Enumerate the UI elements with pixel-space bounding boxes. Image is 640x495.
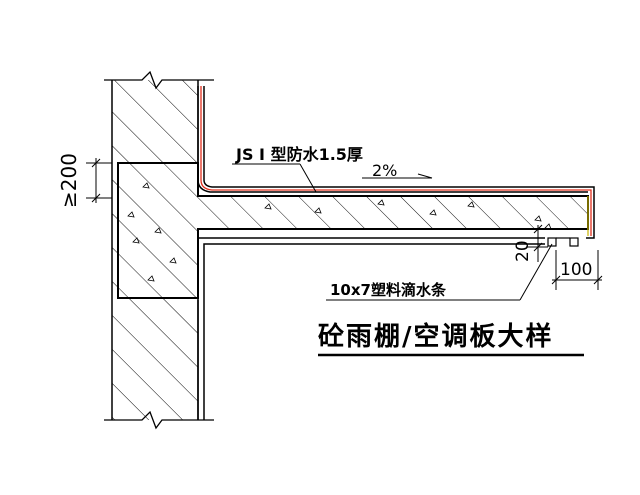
break-lines <box>104 70 214 430</box>
dimension-100 <box>551 250 603 290</box>
waterproof-membrane <box>200 86 592 236</box>
drip-strip <box>547 196 589 247</box>
dim-20-label: 20 <box>513 240 533 262</box>
plaster-line <box>197 86 595 420</box>
drip-label: 10x7塑料滴水条 <box>330 281 447 299</box>
concrete-aggregate <box>127 182 552 282</box>
waterproof-leader <box>232 163 317 193</box>
dimension-height <box>86 158 112 203</box>
concrete-slab <box>117 162 589 299</box>
drawing-title: 砼雨棚/空调板大样 <box>318 321 554 352</box>
dimension-20 <box>526 224 548 262</box>
waterproof-label: JS Ⅰ 型防水1.5厚 <box>235 145 363 164</box>
dim-100-label: 100 <box>560 260 592 280</box>
dim-height-label: ≥200 <box>57 153 81 208</box>
drip-leader <box>326 243 553 301</box>
slope-label: 2% <box>372 161 397 180</box>
slope-arrow <box>362 173 433 179</box>
